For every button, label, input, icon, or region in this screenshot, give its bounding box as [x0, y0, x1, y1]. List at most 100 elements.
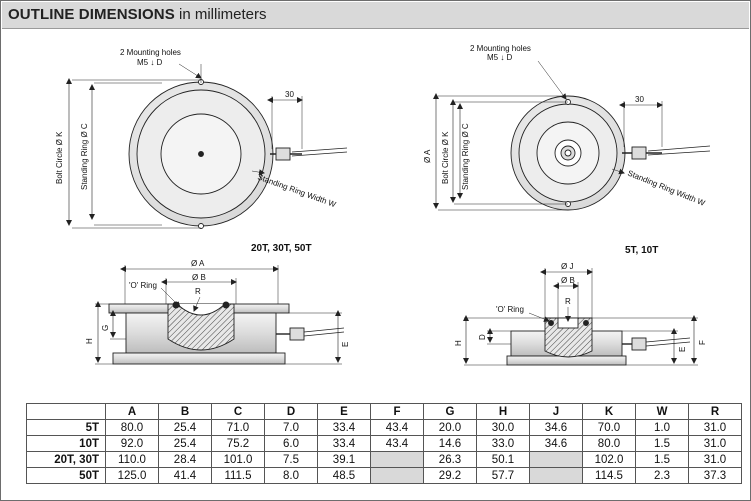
section-dims-small	[463, 268, 698, 366]
table-header-f: F	[370, 403, 424, 420]
table-header-r: R	[688, 403, 742, 420]
table-header-b: B	[158, 403, 212, 420]
table-cell: 41.4	[158, 467, 212, 484]
mounting-holes-spec-small: M5 ↓ D	[487, 53, 513, 62]
table-cell	[529, 451, 583, 468]
model-label-large: 20T, 30T, 50T	[251, 243, 312, 254]
table-cell: 34.6	[529, 419, 583, 436]
table-header-j: J	[529, 403, 583, 420]
mounting-holes-label-small: 2 Mounting holes	[470, 44, 531, 53]
table-cell: 80.0	[105, 419, 159, 436]
f-label-small: F	[698, 340, 707, 345]
table-header-a: A	[105, 403, 159, 420]
bolt-circle-k-label-large: Bolt Circle Ø K	[55, 131, 64, 184]
h-label-small: H	[454, 340, 463, 346]
table-header-g: G	[423, 403, 477, 420]
table-cell: 1.5	[635, 435, 689, 452]
plan-view-small	[433, 60, 711, 211]
standing-ring-c-label-large: Standing Ring Ø C	[80, 123, 89, 190]
table-cell: 31.0	[688, 451, 742, 468]
table-cell: 6.0	[264, 435, 318, 452]
o-ring-label-large: 'O' Ring	[129, 281, 157, 290]
r-label-small: R	[565, 297, 571, 306]
table-header-w: W	[635, 403, 689, 420]
table-cell	[529, 467, 583, 484]
title-bold: OUTLINE DIMENSIONS	[8, 6, 175, 23]
table-row-label: 50T	[26, 467, 106, 484]
table-cell: 1.0	[635, 419, 689, 436]
section-view-large	[108, 301, 345, 365]
table-cell: 80.0	[582, 435, 636, 452]
table-corner-cell	[26, 403, 106, 420]
table-cell: 43.4	[370, 419, 424, 436]
table-header-e: E	[317, 403, 371, 420]
table-cell: 43.4	[370, 435, 424, 452]
table-cell: 57.7	[476, 467, 530, 484]
table-header-h: H	[476, 403, 530, 420]
table-cell: 111.5	[211, 467, 265, 484]
mounting-holes-label-large: 2 Mounting holes	[120, 48, 181, 57]
e-label-large: E	[341, 342, 350, 347]
table-cell: 31.0	[688, 435, 742, 452]
r-label-large: R	[195, 287, 201, 296]
table-cell: 114.5	[582, 467, 636, 484]
dia-a-label-small-plan: Ø A	[423, 149, 432, 163]
dia-j-label-small: Ø J	[561, 262, 573, 271]
table-row-label: 10T	[26, 435, 106, 452]
table-cell: 31.0	[688, 419, 742, 436]
table-cell: 25.4	[158, 435, 212, 452]
dim-30-large: 30	[285, 90, 294, 99]
table-cell: 37.3	[688, 467, 742, 484]
table-cell: 28.4	[158, 451, 212, 468]
table-cell: 102.0	[582, 451, 636, 468]
table-cell: 26.3	[423, 451, 477, 468]
dia-b-label-large: Ø B	[192, 273, 206, 282]
page-title: OUTLINE DIMENSIONS in millimeters	[8, 6, 267, 23]
table-cell: 7.5	[264, 451, 318, 468]
table-cell: 33.0	[476, 435, 530, 452]
table-cell: 2.3	[635, 467, 689, 484]
table-cell	[370, 451, 424, 468]
standing-ring-width-label-large: Standing Ring Width W	[256, 172, 337, 209]
dia-b-label-small: Ø B	[561, 276, 575, 285]
table-cell: 25.4	[158, 419, 212, 436]
bolt-circle-k-label-small: Bolt Circle Ø K	[441, 131, 450, 184]
table-cell: 34.6	[529, 435, 583, 452]
table-cell: 110.0	[105, 451, 159, 468]
table-cell: 8.0	[264, 467, 318, 484]
table-cell: 1.5	[635, 451, 689, 468]
dim-30-small: 30	[635, 95, 644, 104]
table-cell: 75.2	[211, 435, 265, 452]
table-cell: 39.1	[317, 451, 371, 468]
standing-ring-c-label-small: Standing Ring Ø C	[461, 123, 470, 190]
table-cell: 33.4	[317, 435, 371, 452]
table-cell: 33.4	[317, 419, 371, 436]
table-cell: 125.0	[105, 467, 159, 484]
table-cell: 50.1	[476, 451, 530, 468]
table-row-label: 5T	[26, 419, 106, 436]
section-dims-large	[95, 265, 342, 365]
table-cell: 101.0	[211, 451, 265, 468]
table-cell: 48.5	[317, 467, 371, 484]
table-header-k: K	[582, 403, 636, 420]
table-cell: 70.0	[582, 419, 636, 436]
table-header-c: C	[211, 403, 265, 420]
table-cell: 7.0	[264, 419, 318, 436]
table-cell: 92.0	[105, 435, 159, 452]
mounting-holes-spec-large: M5 ↓ D	[137, 58, 163, 67]
table-cell: 29.2	[423, 467, 477, 484]
h-label-large: H	[85, 338, 94, 344]
table-cell: 20.0	[423, 419, 477, 436]
e-label-small: E	[678, 347, 687, 352]
o-ring-label-small: 'O' Ring	[496, 305, 524, 314]
table-cell: 14.6	[423, 435, 477, 452]
table-cell	[370, 467, 424, 484]
title-units: in millimeters	[178, 6, 267, 23]
